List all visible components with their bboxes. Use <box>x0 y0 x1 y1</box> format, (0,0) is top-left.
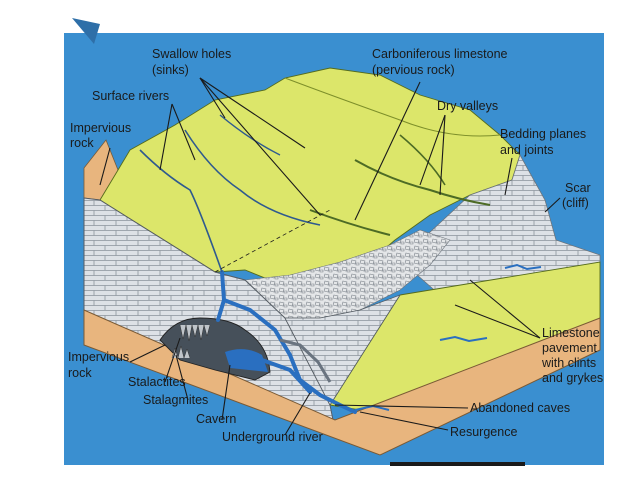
surface-river-2 <box>184 129 321 226</box>
label-resurgence: Resurgence <box>450 425 517 439</box>
label-cavern: Cavern <box>196 412 236 426</box>
scar-cliff <box>399 153 601 296</box>
label-limestone-pavement-2: pavement <box>542 341 597 355</box>
label-abandoned-caves: Abandoned caves <box>470 401 570 415</box>
label-scar: Scar <box>565 181 591 195</box>
label-dry-valleys: Dry valleys <box>437 99 498 113</box>
abandoned-cave-passage <box>279 338 332 383</box>
surface-river-3 <box>219 114 281 156</box>
label-impervious-rock-bottom-2: rock <box>68 366 92 380</box>
label-cliff: (cliff) <box>562 196 589 210</box>
label-bedding-planes: Bedding planes <box>500 127 586 141</box>
label-impervious-rock-top-2: rock <box>70 136 94 150</box>
surface-river-1 <box>139 149 223 273</box>
label-limestone-pavement-3: with clints <box>541 356 596 370</box>
dry-valley-3 <box>399 134 446 186</box>
label-bedding-joints: and joints <box>500 143 554 157</box>
label-limestone-pavement-1: Limestone <box>542 326 600 340</box>
label-stalagmites: Stalagmites <box>143 393 208 407</box>
label-swallow-holes: Swallow holes <box>152 47 231 61</box>
label-stalactites: Stalactites <box>128 375 186 389</box>
bedding-dashed-line <box>214 209 331 273</box>
terrace-stream-1 <box>504 263 542 271</box>
stalactites <box>179 324 211 342</box>
label-impervious-rock-bottom: Impervious <box>68 350 129 364</box>
cavern-water <box>225 349 268 372</box>
leader-lines <box>99 77 561 436</box>
label-pervious-rock: (pervious rock) <box>372 63 455 77</box>
hill-ridge <box>284 77 501 137</box>
label-surface-rivers: Surface rivers <box>92 89 169 103</box>
label-limestone-pavement-4: and grykes <box>542 371 603 385</box>
limestone-block-side <box>284 294 401 406</box>
dry-valley-1 <box>354 159 491 206</box>
terrace-stream-2 <box>439 335 488 343</box>
underground-river <box>216 270 357 414</box>
impervious-rock-base <box>83 309 601 456</box>
label-swallow-holes-sinks: (sinks) <box>152 63 189 77</box>
label-impervious-rock-top: Impervious <box>70 121 131 135</box>
corner-marker <box>72 18 100 44</box>
bottom-edge-bar <box>390 462 525 466</box>
label-underground-river: Underground river <box>222 430 323 444</box>
label-carboniferous-limestone: Carboniferous limestone <box>372 47 508 61</box>
